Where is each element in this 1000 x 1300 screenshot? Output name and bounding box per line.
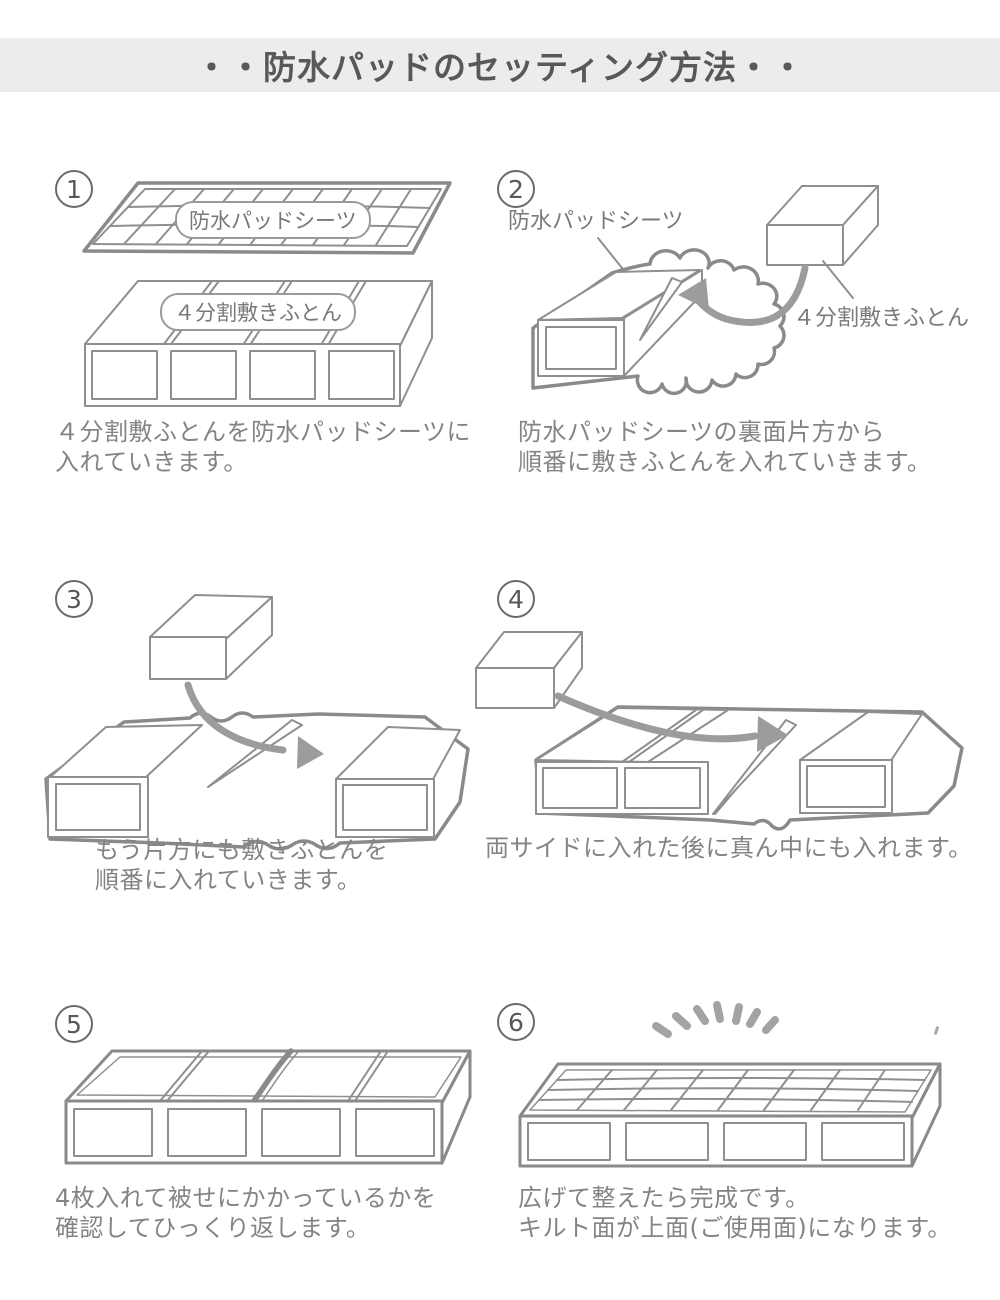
step-5-illustration	[64, 1048, 472, 1165]
insert-arrow-icon	[678, 264, 809, 326]
pad-drawing	[44, 711, 470, 851]
step-1-number: 1	[55, 170, 93, 208]
step-3: 3 もう片方にも敷きふとんを	[40, 575, 480, 915]
step-4: 4	[470, 575, 973, 915]
step-4-caption: 両サイドに入れた後に真ん中にも入れます。	[485, 834, 973, 862]
insert-arrow-icon	[554, 692, 788, 752]
finished-pad-drawing	[518, 1062, 942, 1168]
futon-piece-drawing	[475, 631, 583, 709]
step-5: 5 4枚入れて被せにかかっているかを 確認してひっくり返します。	[40, 1000, 480, 1260]
split-futon-label: ４分割敷きふとん	[793, 306, 970, 331]
step-5-number: 5	[55, 1005, 93, 1043]
step-5-caption: 4枚入れて被せにかかっているかを 確認してひっくり返します。	[55, 1184, 437, 1242]
futon-leader-line	[822, 260, 854, 299]
filled-pad-drawing	[64, 1048, 472, 1165]
pad-sheet-label: 防水パッドシーツ	[175, 201, 371, 239]
step-1: 1 防水パ	[40, 165, 480, 565]
step-6-number: 6	[497, 1003, 535, 1041]
step-2-caption: 防水パッドシーツの裏面片方から 順番に敷きふとんを入れていきます。	[518, 418, 932, 476]
header-bar: ・・防水パッドのセッティング方法・・	[0, 38, 1000, 92]
insert-arrow-icon	[184, 681, 324, 769]
step-3-caption: もう片方にも敷きふとんを 順番に入れていきます。	[95, 836, 389, 894]
step-2: 2 防水パッドシーツ ４分割敷きふとん	[490, 165, 970, 565]
step-3-illustration	[44, 594, 470, 851]
pad-drawing	[534, 705, 964, 831]
step-3-number: 3	[55, 580, 93, 618]
futon-piece-drawing	[149, 594, 273, 680]
step-1-caption: ４分割敷ふとんを防水パッドシーツに 入れていきます。	[55, 418, 472, 476]
step-2-number: 2	[497, 170, 535, 208]
step-4-illustration	[475, 631, 964, 831]
step-6-illustration	[518, 1001, 942, 1168]
page-title: ・・防水パッドのセッティング方法・・	[194, 48, 806, 87]
step-2-illustration	[531, 185, 879, 396]
split-futon-label: ４分割敷きふとん	[160, 293, 356, 331]
step-6: 6	[490, 1000, 970, 1260]
step-4-number: 4	[497, 580, 535, 618]
sparkle-icon	[652, 1001, 779, 1038]
futon-piece-drawing	[766, 185, 879, 266]
flap-seam	[251, 1048, 294, 1104]
pad-sheet-label: 防水パッドシーツ	[508, 209, 684, 234]
step-6-caption: 広げて整えたら完成です。 キルト面が上面(ご使用面)になります。	[518, 1184, 952, 1242]
